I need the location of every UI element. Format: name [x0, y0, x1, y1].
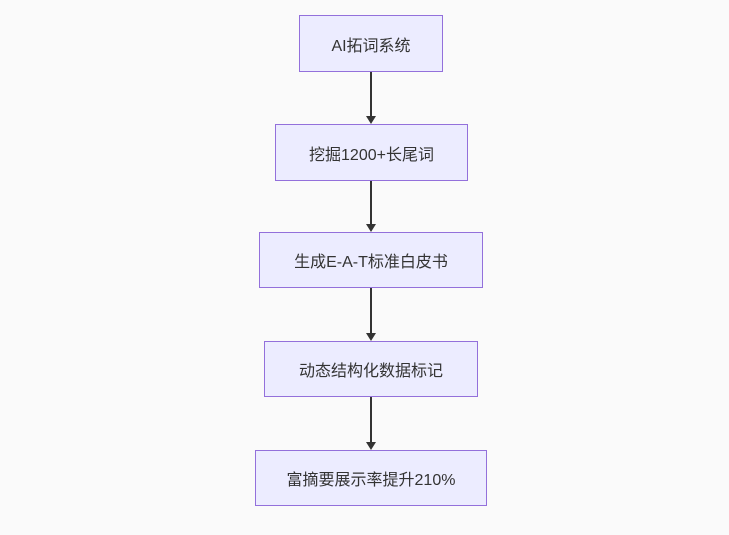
- node-label: 动态结构化数据标记: [298, 363, 443, 380]
- flow-node-dynamic-structured-data-markup: 动态结构化数据标记: [264, 341, 478, 397]
- edge-line: [370, 397, 372, 442]
- node-label: 生成E-A-T标准白皮书: [294, 254, 448, 271]
- flow-edge-c-d: [366, 288, 376, 341]
- flow-edge-a-b: [366, 72, 376, 124]
- flow-node-mine-longtail-keywords: 挖掘1200+长尾词: [275, 124, 468, 181]
- edge-line: [370, 288, 372, 333]
- flow-node-ai-word-expansion-system: AI拓词系统: [299, 15, 443, 72]
- flow-edge-b-c: [366, 181, 376, 232]
- node-label: AI拓词系统: [331, 37, 411, 55]
- node-label: 富摘要展示率提升210%: [286, 472, 456, 489]
- flow-node-generate-eat-whitepaper: 生成E-A-T标准白皮书: [259, 232, 483, 288]
- node-label: 挖掘1200+长尾词: [309, 146, 434, 164]
- flow-edge-d-e: [366, 397, 376, 450]
- edge-line: [370, 72, 372, 116]
- arrowhead-down-icon: [366, 333, 376, 341]
- arrowhead-down-icon: [366, 116, 376, 124]
- edge-line: [370, 181, 372, 224]
- arrowhead-down-icon: [366, 442, 376, 450]
- flow-node-rich-snippet-rate-increase: 富摘要展示率提升210%: [255, 450, 487, 506]
- arrowhead-down-icon: [366, 224, 376, 232]
